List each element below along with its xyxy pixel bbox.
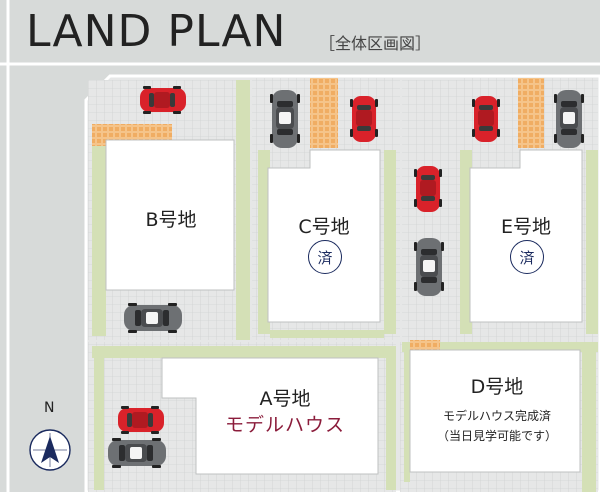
lot-d: [400, 340, 598, 492]
car-red-a: [118, 406, 164, 434]
lot-e-sold-badge: 済: [510, 240, 544, 274]
car-red-b: [140, 86, 186, 114]
compass-label: N: [44, 400, 55, 416]
lot-b: [88, 80, 250, 340]
page-subtitle: ［全体区画図］: [319, 34, 432, 53]
car-gray-c: [270, 90, 300, 148]
car-gray-b: [124, 303, 182, 333]
lot-b-label: B号地: [145, 209, 197, 231]
lot-a-label: A号地: [259, 388, 311, 410]
compass-icon: [29, 429, 71, 471]
car-red-c: [350, 96, 378, 142]
lot-d-note-2: （当日見学可能です）: [436, 429, 558, 443]
lot-d-label: D号地: [470, 376, 524, 398]
lot-c-sold-badge: 済: [308, 240, 342, 274]
car-gray-alley: [414, 238, 444, 296]
car-red-e: [472, 96, 500, 142]
lot-c-label: C号地: [298, 216, 350, 238]
car-gray-e: [554, 90, 584, 148]
car-gray-a: [108, 438, 166, 468]
car-red-alley: [414, 166, 442, 212]
lot-d-note-1: モデルハウス完成済: [442, 409, 552, 423]
lot-e-label: E号地: [500, 216, 552, 238]
page-title: LAND PLAN: [26, 6, 287, 57]
lot-a-note: モデルハウス: [224, 414, 346, 436]
